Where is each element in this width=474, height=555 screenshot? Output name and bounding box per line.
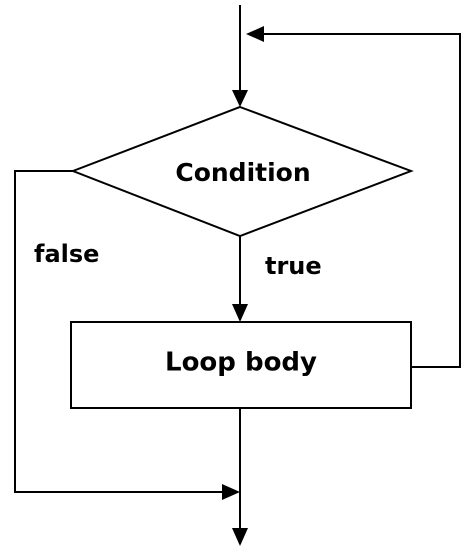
- false-label: false: [34, 240, 99, 268]
- true-branch-arrowhead: [232, 304, 248, 322]
- false-branch-line: [14, 170, 222, 493]
- exit-arrowhead: [232, 528, 248, 546]
- true-label: true: [265, 252, 322, 280]
- condition-label: Condition: [175, 158, 310, 187]
- loop-body-box: [70, 321, 412, 409]
- loop-back-arrowhead: [246, 26, 264, 42]
- entry-arrowhead: [232, 90, 248, 107]
- loop-body-label: Loop body: [165, 348, 317, 378]
- false-branch-arrowhead: [222, 484, 240, 500]
- loop-back-line: [262, 33, 461, 368]
